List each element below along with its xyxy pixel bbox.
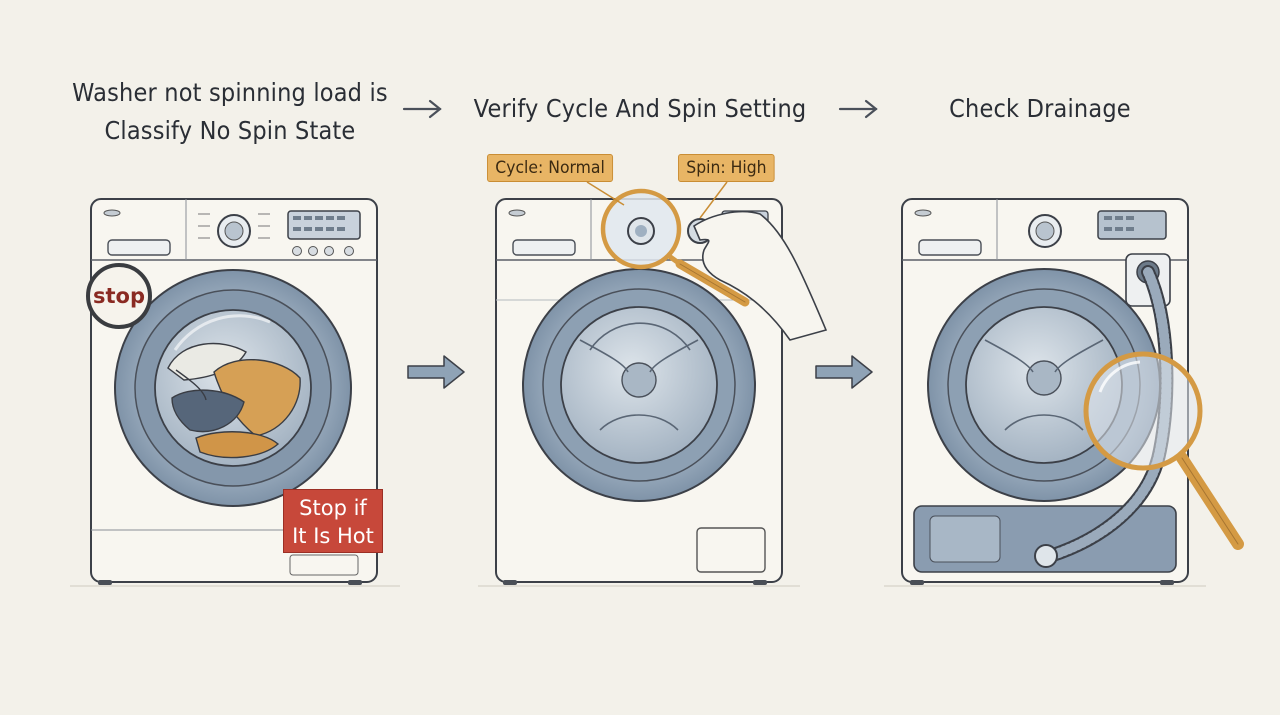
step-1-title-line-2: Classify No Spin State <box>104 116 356 145</box>
laundry-load <box>167 342 301 459</box>
washer-2 <box>495 181 828 585</box>
cycle-setting-tag: Cycle: Normal <box>487 154 614 182</box>
stop-label: stop <box>93 284 145 308</box>
hot-warning-badge: Stop if It Is Hot <box>283 489 383 553</box>
spin-setting-tag: Spin: High <box>678 154 775 182</box>
step-2-title-text: Verify Cycle And Spin Setting <box>473 94 807 123</box>
washer-3 <box>901 198 1244 585</box>
flow-arrow-1 <box>407 355 465 389</box>
hot-warning-line-1: Stop if <box>299 496 367 520</box>
step-3-title: Check Drainage <box>905 90 1175 128</box>
title-arrow-1 <box>402 99 442 119</box>
hot-warning-line-2: It Is Hot <box>292 524 374 548</box>
step-3-title-text: Check Drainage <box>949 94 1131 123</box>
step-1-title-line-1: Washer not spinning load is <box>72 78 388 107</box>
hand-icon <box>693 210 828 341</box>
flow-arrow-2 <box>815 355 873 389</box>
title-arrow-2 <box>838 99 878 119</box>
washer-1 <box>90 198 378 585</box>
step-1-title: Washer not spinning load is Classify No … <box>59 74 401 150</box>
step-2-title: Verify Cycle And Spin Setting <box>460 90 820 128</box>
stop-badge: stop <box>86 263 152 329</box>
